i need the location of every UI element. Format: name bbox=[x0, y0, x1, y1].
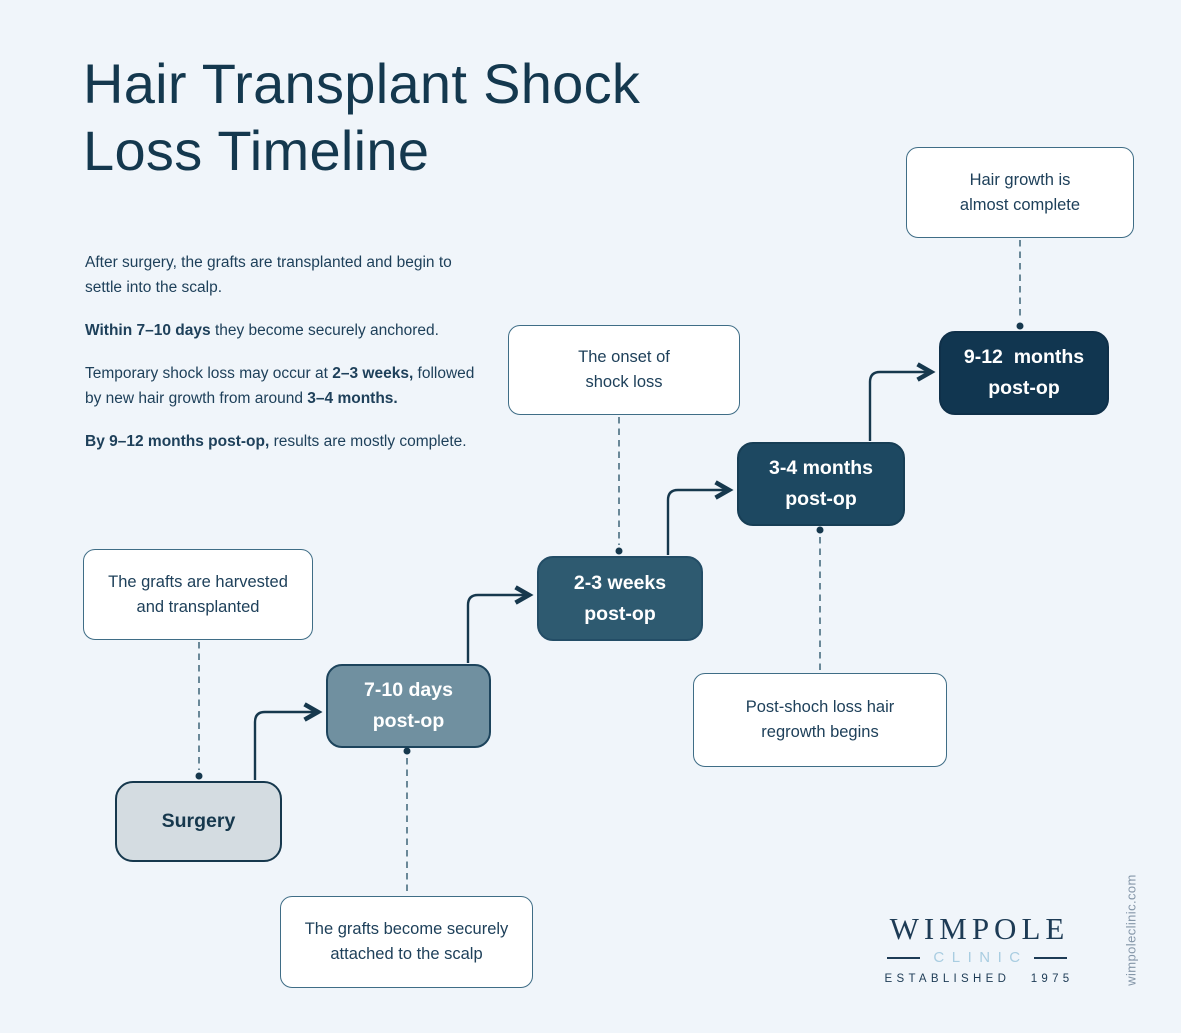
step-label-line-1: 2-3 weeks bbox=[573, 571, 667, 594]
step-label-line-2: post-op bbox=[988, 377, 1060, 399]
note-line-2: almost complete bbox=[959, 195, 1081, 214]
arrow-2-3-to-3-4 bbox=[666, 490, 728, 555]
step-label-line-2: post-op bbox=[584, 602, 656, 625]
note-line-2: and transplanted bbox=[136, 597, 260, 616]
title-line-1: Hair Transplant Shock bbox=[83, 52, 641, 115]
arrow-surgery-to-7-10 bbox=[253, 712, 317, 780]
intro-text-segment: they become securely anchored. bbox=[210, 322, 439, 339]
intro-text-segment-bold: 2–3 weeks, bbox=[332, 365, 414, 382]
note-line-2: shock loss bbox=[585, 373, 663, 391]
note-line-1: Post-shoch loss hair bbox=[745, 698, 895, 716]
note-line-1: Hair growth is bbox=[969, 170, 1071, 189]
logo-clinic-text: CLINIC bbox=[933, 949, 1028, 966]
note-post-shock-regrowth: Post-shoch loss hair regrowth begins bbox=[693, 673, 947, 767]
intro-text-segment: results are mostly complete. bbox=[269, 433, 467, 450]
intro-text-segment-bold: 3–4 months. bbox=[307, 390, 398, 407]
note-line-1: The grafts are harvested bbox=[108, 572, 288, 591]
intro-text-segment: After surgery, the grafts are transplant… bbox=[85, 254, 452, 296]
arrow-7-10-to-2-3 bbox=[466, 595, 528, 663]
intro-text: After surgery, the grafts are transplant… bbox=[85, 250, 491, 472]
intro-paragraph-1: After surgery, the grafts are transplant… bbox=[85, 250, 491, 300]
connector-dot bbox=[1016, 322, 1024, 330]
step-label: Surgery bbox=[161, 810, 236, 832]
logo-clinic-row: CLINIC bbox=[868, 949, 1086, 966]
step-label-line-1: 7-10 days bbox=[364, 679, 453, 701]
wimpole-clinic-logo: WIMPOLE CLINIC ESTABLISHED 1975 bbox=[868, 911, 1086, 986]
intro-paragraph-3: Temporary shock loss may occur at 2–3 we… bbox=[85, 361, 491, 411]
arrow-3-4-to-9-12 bbox=[868, 372, 930, 441]
step-label-line-1: 9-12 months bbox=[963, 346, 1085, 368]
intro-text-segment: Temporary shock loss may occur at bbox=[85, 365, 333, 382]
step-label-line-1: 3-4 months bbox=[768, 457, 873, 479]
title-line-2: Loss Timeline bbox=[83, 119, 430, 182]
connector-dot bbox=[615, 547, 623, 555]
note-line-2: regrowth begins bbox=[761, 723, 879, 741]
note-grafts-attached: The grafts become securely attached to t… bbox=[280, 896, 533, 988]
note-hair-growth-complete: Hair growth is almost complete bbox=[906, 147, 1134, 238]
note-line-2: attached to the scalp bbox=[330, 945, 483, 963]
logo-wordmark: WIMPOLE bbox=[889, 911, 1070, 946]
intro-text-segment: followed by new hair growth from around bbox=[85, 365, 475, 407]
logo-established-text: ESTABLISHED 1975 bbox=[884, 973, 1074, 985]
note-line-1: The onset of bbox=[578, 348, 670, 366]
step-label-line-2: post-op bbox=[785, 488, 857, 510]
note-onset-of-shock-loss: The onset of shock loss bbox=[508, 325, 740, 415]
connector-dot bbox=[816, 526, 824, 534]
note-grafts-harvested: The grafts are harvested and transplante… bbox=[83, 549, 313, 640]
timeline-step-9-12-months: 9-12 months post-op bbox=[939, 331, 1109, 415]
website-url-vertical: wimpoleclinic.com bbox=[1123, 874, 1139, 986]
intro-paragraph-2: Within 7–10 days they become securely an… bbox=[85, 318, 491, 343]
logo-rule-left bbox=[887, 956, 921, 959]
logo-rule-right bbox=[1033, 956, 1067, 959]
connector-dot bbox=[403, 747, 411, 755]
intro-text-segment-bold: By 9–12 months post-op, bbox=[85, 433, 270, 450]
timeline-step-3-4-months: 3-4 months post-op bbox=[737, 442, 905, 526]
intro-paragraph-4: By 9–12 months post-op, results are most… bbox=[85, 429, 491, 454]
intro-text-segment-bold: Within 7–10 days bbox=[85, 322, 211, 339]
connector-dot bbox=[195, 772, 203, 780]
timeline-step-7-10-days: 7-10 days post-op bbox=[326, 664, 491, 748]
timeline-step-2-3-weeks: 2-3 weeks post-op bbox=[537, 556, 703, 641]
step-label-line-2: post-op bbox=[372, 710, 445, 732]
timeline-step-surgery: Surgery bbox=[115, 781, 282, 862]
note-line-1: The grafts become securely bbox=[304, 920, 509, 938]
